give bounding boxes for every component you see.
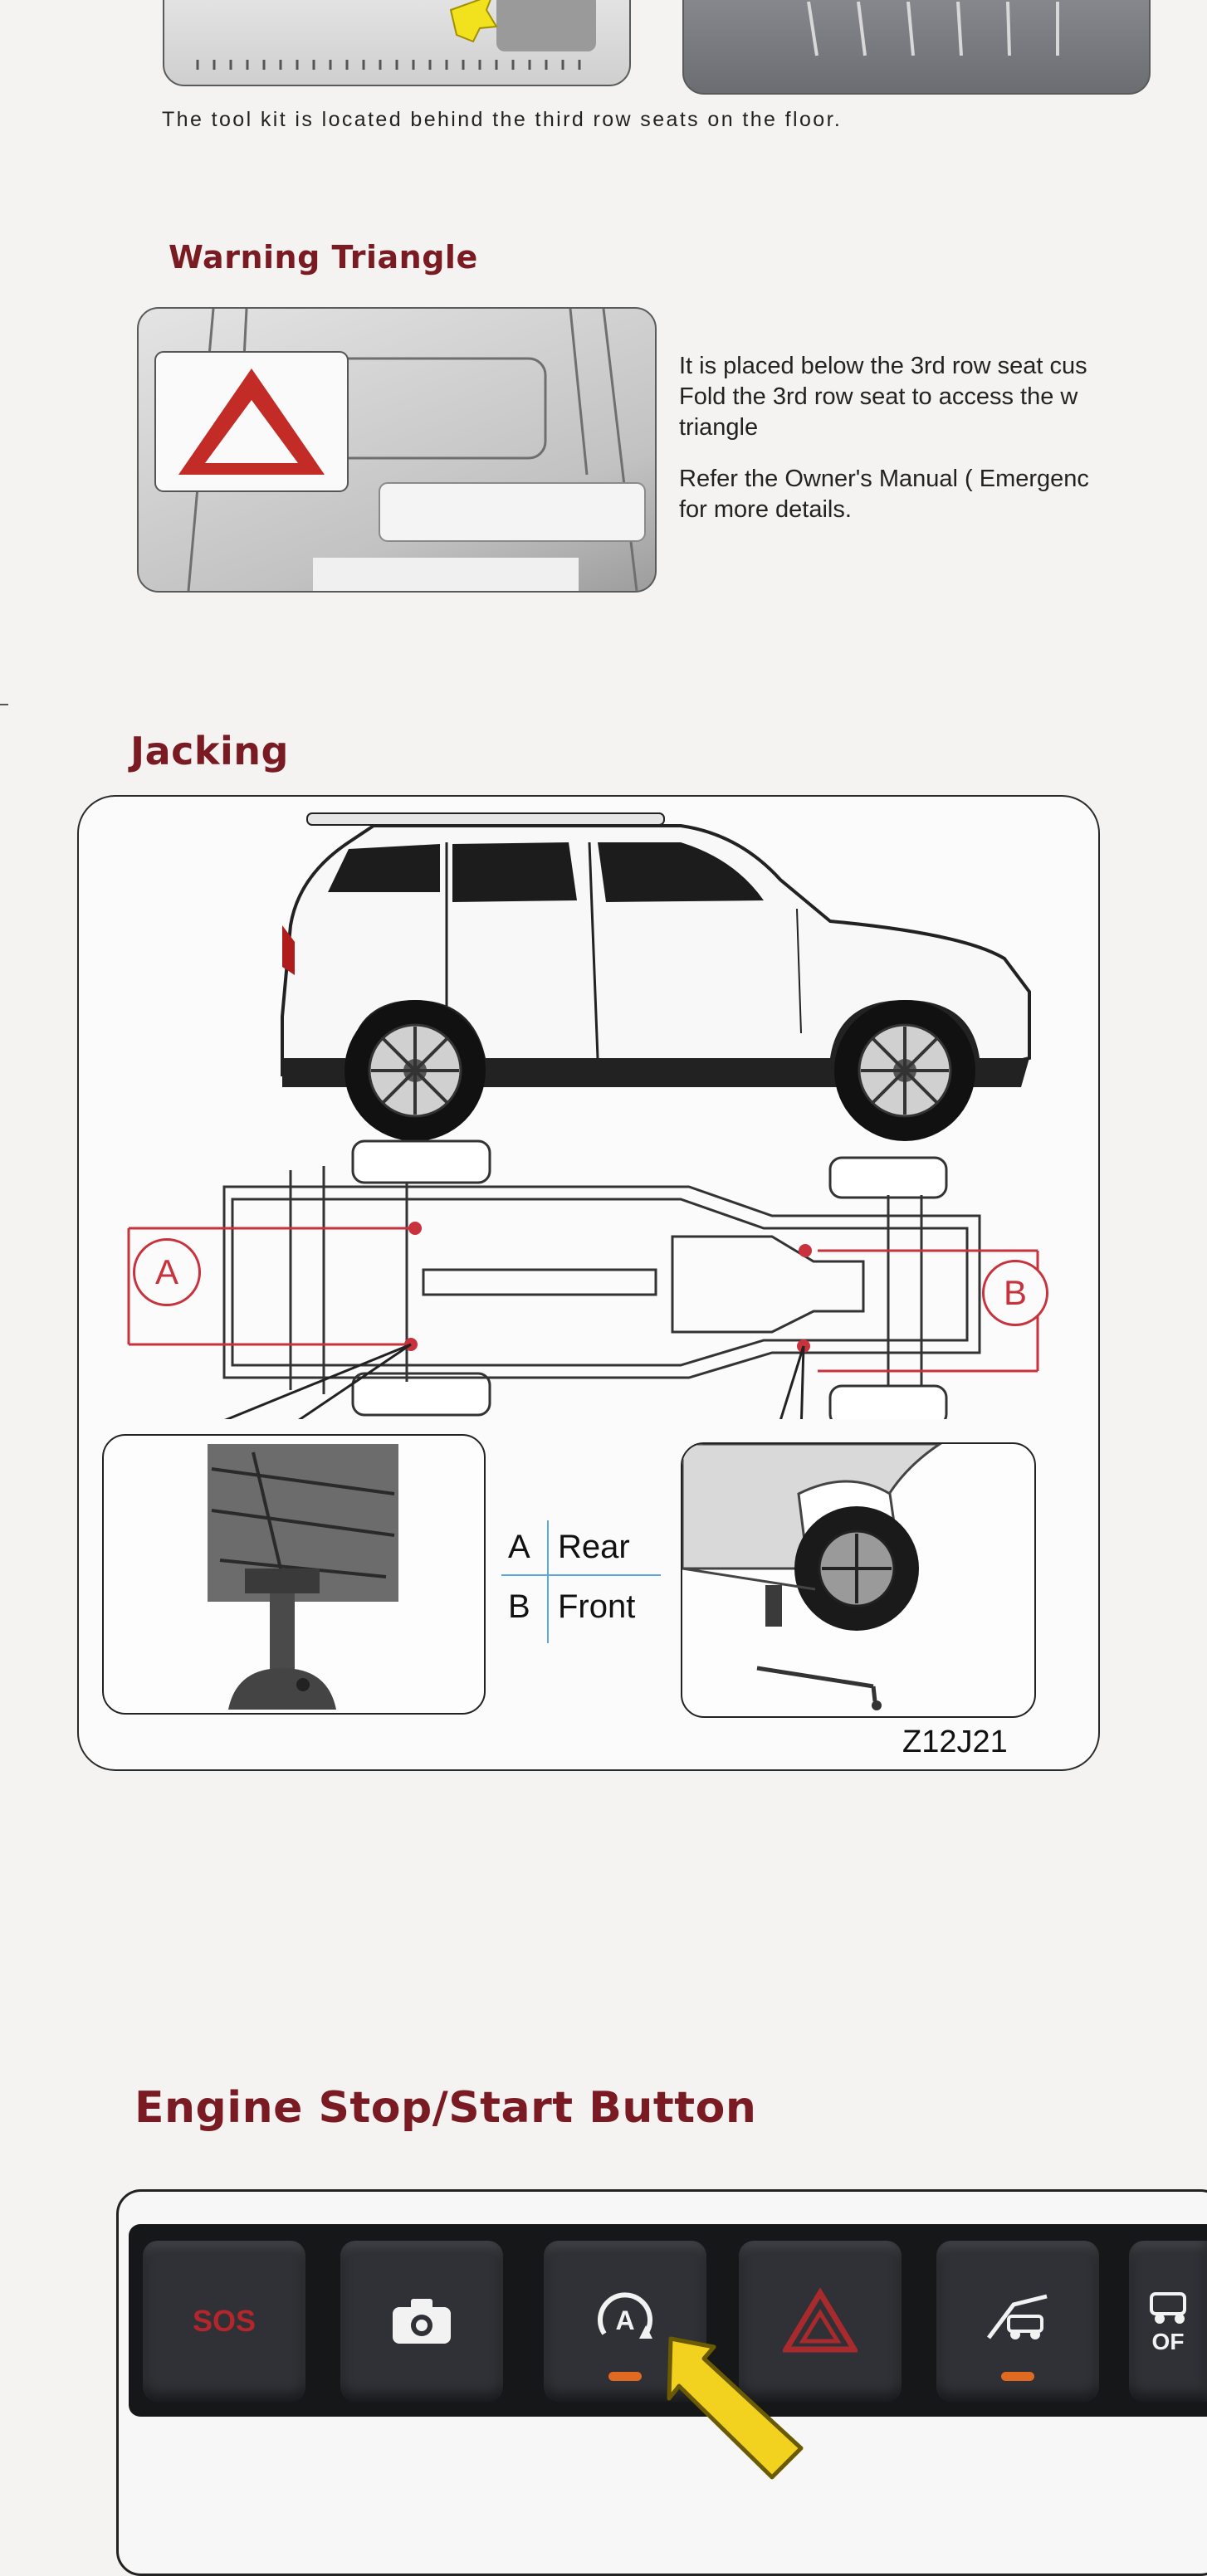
tool-kit-photo-right — [682, 0, 1151, 95]
camera-icon — [393, 2299, 451, 2344]
jacking-label-b: B — [982, 1260, 1048, 1326]
warning-triangle-line-5: for more details. — [679, 496, 852, 523]
off-road-button[interactable]: OF — [1129, 2241, 1207, 2402]
hill-descent-indicator — [1001, 2372, 1034, 2381]
sos-button[interactable]: SOS — [143, 2241, 305, 2402]
legend-value-front: Front — [558, 1588, 636, 1625]
suv-side-view — [281, 812, 1031, 1141]
hill-descent-icon — [987, 2294, 1048, 2339]
auto-stop-start-icon: A — [598, 2292, 652, 2339]
warning-triangle-photo — [137, 307, 657, 593]
rear-wheel — [345, 1000, 486, 1141]
pointer-arrow-icon — [449, 0, 498, 43]
jacking-label-a-text: A — [154, 1252, 178, 1291]
legend-key-a: A — [508, 1529, 530, 1565]
off-road-label: OF — [1151, 2329, 1185, 2354]
tool-kit-photo-left — [163, 0, 631, 86]
legend-value-rear: Rear — [558, 1529, 630, 1565]
warning-triangle-line-3: triangle — [679, 414, 759, 441]
off-road-icon — [1150, 2292, 1186, 2324]
jacking-label-a: A — [133, 1238, 201, 1306]
rear-jack-inset — [102, 1434, 486, 1715]
warning-triangle-line-2: Fold the 3rd row seat to access the w — [679, 383, 1078, 410]
hill-descent-button[interactable] — [936, 2241, 1099, 2402]
page-edge-mark — [0, 704, 8, 705]
auto-stop-start-label: A — [615, 2305, 634, 2335]
warning-triangle-line-1: It is placed below the 3rd row seat cus — [679, 353, 1087, 379]
jacking-title: Jacking — [130, 729, 289, 773]
legend-key-b: B — [508, 1588, 530, 1625]
tool-kit-caption: The tool kit is located behind the third… — [162, 108, 843, 131]
front-jack-inset — [681, 1442, 1036, 1718]
jacking-legend-vertical-rule — [547, 1520, 549, 1643]
figure-code: Z12J21 — [902, 1725, 1008, 1759]
jacking-legend-horizontal-rule — [501, 1574, 661, 1576]
hazard-button[interactable] — [739, 2241, 902, 2402]
sos-button-label: SOS — [192, 2304, 257, 2338]
auto-stop-start-indicator — [608, 2372, 642, 2381]
chassis-plan-view — [127, 1139, 1039, 1419]
hazard-icon — [783, 2288, 858, 2353]
front-wheel — [834, 1000, 975, 1141]
warning-triangle-line-4: Refer the Owner's Manual ( Emergenc — [679, 466, 1089, 492]
pointer-arrow-icon — [667, 2336, 804, 2480]
engine-start-title: Engine Stop/Start Button — [134, 2083, 757, 2133]
warning-triangle-icon — [178, 368, 325, 475]
camera-button[interactable] — [340, 2241, 503, 2402]
warning-triangle-title: Warning Triangle — [169, 239, 478, 276]
jacking-label-b-text: B — [1003, 1273, 1027, 1312]
